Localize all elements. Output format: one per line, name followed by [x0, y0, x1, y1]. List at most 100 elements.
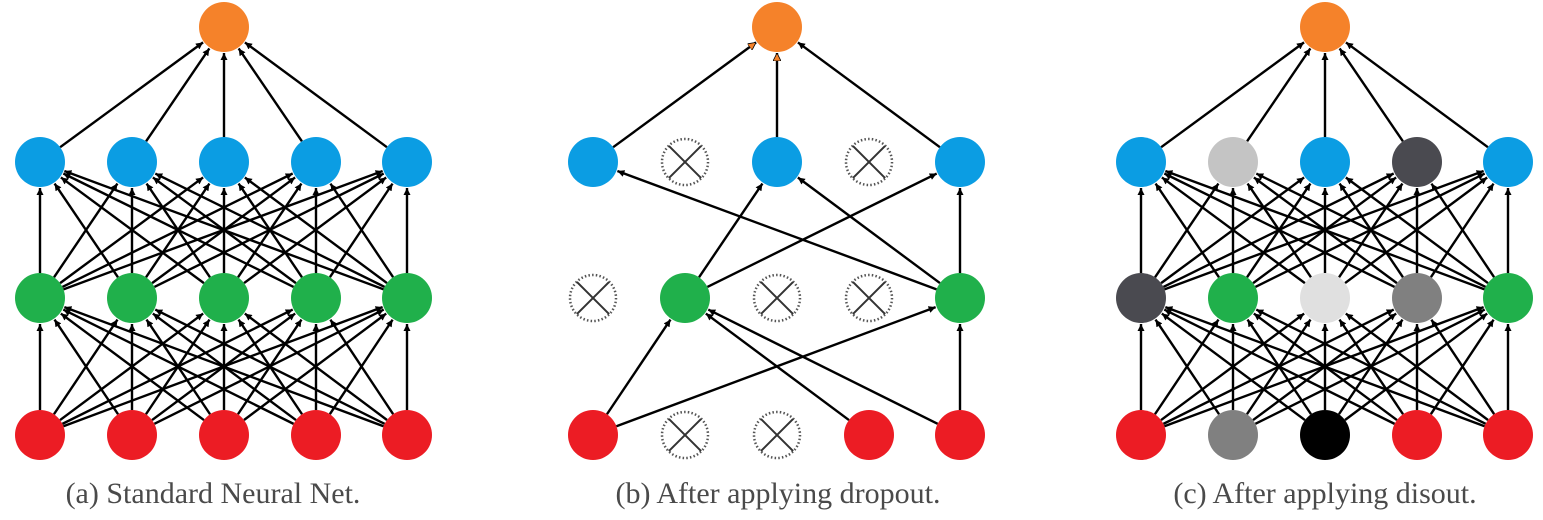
edge-hidden2-output — [1338, 47, 1404, 143]
edge-hidden1-hidden2 — [329, 182, 395, 278]
edge-input-hidden1 — [154, 308, 386, 425]
edge-input-hidden1 — [1163, 308, 1396, 425]
hidden1-node — [291, 273, 341, 323]
edge-hidden1-hidden2 — [1430, 182, 1496, 278]
input-node — [1392, 410, 1442, 460]
caption-dropout: (b) After applying dropout. — [616, 477, 941, 510]
input-node — [199, 410, 249, 460]
hidden1-node — [382, 273, 432, 323]
edge-input-hidden1 — [1154, 318, 1221, 415]
input-node — [568, 410, 618, 460]
hidden2-node — [382, 137, 432, 187]
edge-hidden1-hidden2 — [53, 182, 119, 278]
edge-hidden1-hidden2 — [63, 169, 384, 291]
caption-standard-net: (a) Standard Neural Net. — [66, 477, 361, 510]
edge-hidden1-hidden2 — [1161, 176, 1306, 285]
edge-hidden2-output — [612, 41, 756, 149]
edge-hidden1-hidden2 — [698, 182, 764, 278]
dropped-unit-icon — [844, 273, 894, 323]
hidden2-node — [1392, 137, 1442, 187]
hidden2-node — [199, 137, 249, 187]
panel-dropout: (b) After applying dropout. — [568, 2, 985, 510]
input-node — [935, 410, 985, 460]
edge-hidden2-output — [145, 47, 211, 143]
input-node — [1208, 410, 1258, 460]
edge-input-hidden1 — [707, 308, 939, 425]
hidden1-node — [1208, 273, 1258, 323]
edge-hidden1-hidden2 — [154, 172, 386, 288]
input-node — [844, 410, 894, 460]
edge-hidden1-hidden2 — [1163, 172, 1396, 289]
edge-hidden1-hidden2 — [1154, 182, 1220, 278]
edge-input-hidden1 — [62, 308, 295, 425]
hidden1-node — [1392, 273, 1442, 323]
hidden1-node — [15, 273, 65, 323]
input-node — [291, 410, 341, 460]
panel-a-nodes — [15, 2, 432, 460]
edge-hidden1-hidden2 — [60, 176, 205, 285]
edge-input-hidden1 — [1161, 312, 1306, 422]
panel-c-edges — [1137, 41, 1512, 428]
edge-input-hidden1 — [60, 312, 205, 422]
edge-hidden1-hidden2 — [616, 169, 937, 291]
panel-c-nodes — [1116, 2, 1533, 460]
edge-input-hidden1 — [605, 318, 672, 415]
dropped-unit-icon — [752, 410, 802, 460]
dropped-unit-icon — [568, 273, 618, 323]
dropped-unit-icon — [660, 410, 710, 460]
hidden2-node — [291, 137, 341, 187]
input-node — [1116, 410, 1166, 460]
panel-b-edges — [605, 41, 964, 428]
caption-disout: (c) After applying disout. — [1173, 477, 1476, 510]
panel-disout: (c) After applying disout. — [1116, 2, 1533, 510]
input-node — [15, 410, 65, 460]
edge-hidden1-hidden2 — [1164, 169, 1485, 291]
edge-hidden1-hidden2 — [706, 172, 938, 288]
hidden1-node — [1300, 273, 1350, 323]
edge-input-hidden1 — [63, 305, 384, 428]
edge-hidden1-hidden2 — [1255, 172, 1487, 288]
output-node — [752, 2, 802, 52]
panel-standard-net: (a) Standard Neural Net. — [15, 2, 432, 510]
hidden2-node — [15, 137, 65, 187]
hidden2-node — [107, 137, 157, 187]
dropped-unit-icon — [752, 273, 802, 323]
edge-input-hidden1 — [53, 318, 120, 415]
input-node — [1300, 410, 1350, 460]
output-node — [199, 2, 249, 52]
hidden2-node — [1116, 137, 1166, 187]
hidden1-node — [1116, 273, 1166, 323]
edge-input-hidden1 — [1430, 318, 1496, 415]
edge-hidden2-output — [1160, 41, 1305, 149]
hidden2-node — [1483, 137, 1533, 187]
hidden1-node — [107, 273, 157, 323]
edge-hidden2-output — [59, 41, 204, 149]
hidden1-node — [935, 273, 985, 323]
edge-input-hidden1 — [1164, 305, 1485, 428]
edge-input-hidden1 — [1255, 308, 1487, 425]
hidden1-node — [1483, 273, 1533, 323]
edge-hidden2-output — [1246, 47, 1312, 143]
edge-hidden2-output — [1345, 41, 1489, 149]
input-node — [107, 410, 157, 460]
edge-hidden1-hidden2 — [1345, 176, 1489, 285]
dropped-unit-icon — [660, 137, 710, 187]
hidden2-node — [752, 137, 802, 187]
dropped-unit-icon — [844, 137, 894, 187]
output-node — [1300, 2, 1350, 52]
panel-b-nodes — [568, 2, 985, 460]
input-node — [1483, 410, 1533, 460]
hidden2-node — [1208, 137, 1258, 187]
edge-input-hidden1 — [1345, 312, 1489, 421]
hidden1-node — [199, 273, 249, 323]
hidden2-node — [1300, 137, 1350, 187]
edge-input-hidden1 — [329, 318, 395, 415]
edge-hidden1-hidden2 — [62, 172, 295, 289]
edge-hidden1-hidden2 — [797, 176, 941, 285]
edge-hidden1-hidden2 — [244, 176, 388, 285]
panel-a-edges — [36, 41, 411, 428]
edge-input-hidden1 — [244, 312, 388, 421]
edge-hidden2-output — [237, 47, 303, 143]
edge-hidden2-output — [244, 41, 388, 149]
